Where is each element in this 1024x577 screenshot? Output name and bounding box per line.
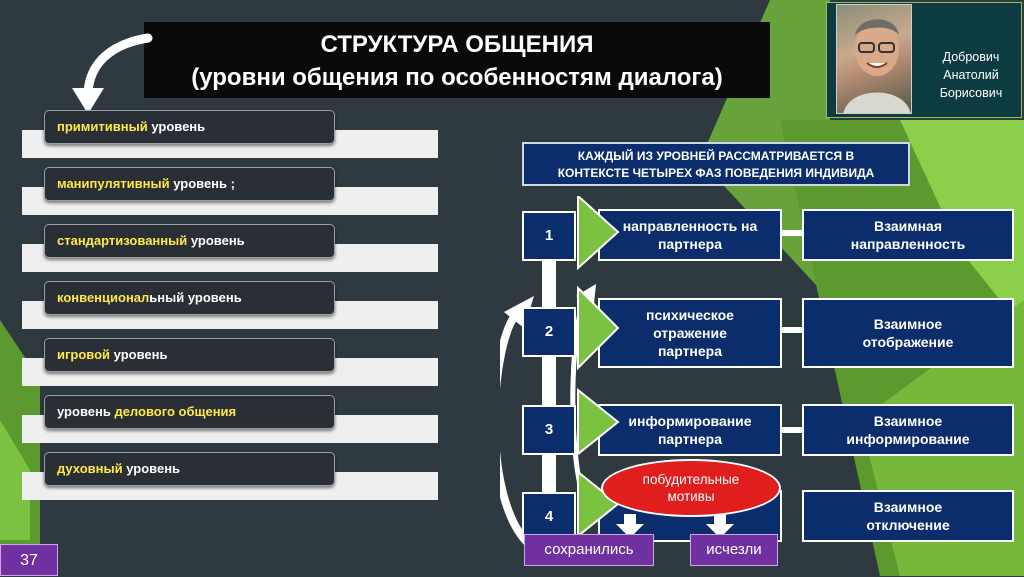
- slide-number: 37: [0, 544, 58, 576]
- mutual-text: отображение: [862, 334, 954, 350]
- level-spiritual: духовный уровень: [44, 452, 335, 486]
- phases-header: КАЖДЫЙ ИЗ УРОВНЕЙ РАССМАТРИВАЕТСЯ В КОНТ…: [522, 142, 910, 186]
- mutual-text: Взаимная: [873, 218, 943, 234]
- mutual-text: Взаимное: [873, 499, 943, 515]
- level-suffix: уровень: [147, 119, 206, 134]
- level-suffix: уровень: [187, 233, 245, 248]
- phase-text: направленность на: [622, 218, 758, 234]
- motives-text: мотивы: [667, 489, 715, 504]
- phases-header-line-2: КОНТЕКСТЕ ЧЕТЫРЕХ ФАЗ ПОВЕДЕНИЯ ИНДИВИДА: [557, 166, 875, 180]
- level-prefix: уровень: [57, 404, 115, 419]
- phase-text: партнера: [657, 431, 723, 447]
- motives-ellipse: побудительные мотивы: [601, 459, 781, 517]
- phases-header-line-1: КАЖДЫЙ ИЗ УРОВНЕЙ РАССМАТРИВАЕТСЯ В: [577, 149, 855, 163]
- author-name: Добрович Анатолий Борисович: [920, 48, 1022, 102]
- title-line-1: СТРУКТУРА ОБЩЕНИЯ: [320, 31, 594, 58]
- level-keyword: делового общения: [114, 404, 237, 419]
- author-first-name: Анатолий: [943, 68, 999, 82]
- level-keyword: духовный: [57, 461, 123, 476]
- author-photo: [836, 4, 912, 114]
- author-surname: Добрович: [942, 50, 1000, 64]
- title-line-2: (уровни общения по особенностям диалога): [191, 64, 723, 91]
- phase-number-1: 1: [522, 211, 576, 261]
- level-manipulative: манипулятивный уровень ;: [44, 167, 335, 201]
- mutual-box-2: Взаимное отображение: [802, 298, 1014, 368]
- level-keyword: игровой: [57, 347, 111, 362]
- phase-number-2: 2: [522, 307, 576, 357]
- level-suffix: уровень ;: [169, 176, 235, 191]
- mutual-text: информирование: [846, 431, 970, 447]
- mutual-text: Взаимное: [873, 413, 943, 429]
- mutual-text: Взаимное: [873, 316, 943, 332]
- down-arrow-icons: [616, 514, 734, 538]
- mutual-box-3: Взаимное информирование: [802, 404, 1014, 456]
- phase-number-4: 4: [522, 492, 576, 542]
- mutual-text: направленность: [850, 236, 966, 252]
- level-conventional: конвенциональный уровень: [44, 281, 335, 315]
- tag-kept: сохранились: [524, 534, 654, 566]
- phase-text: партнера: [657, 236, 723, 252]
- level-suffix: ьный уровень: [149, 290, 242, 305]
- level-primitive: примитивный уровень: [44, 110, 335, 144]
- level-suffix: уровень: [122, 461, 181, 476]
- mutual-box-4: Взаимное отключение: [802, 490, 1014, 542]
- phase-text: партнера: [657, 343, 723, 359]
- level-keyword: конвенционал: [57, 290, 150, 305]
- level-game: игровой уровень: [44, 338, 335, 372]
- tag-gone: исчезли: [690, 534, 778, 566]
- curved-arrow-icon: [72, 33, 153, 114]
- author-patronymic: Борисович: [939, 86, 1003, 100]
- level-keyword: манипулятивный: [57, 176, 170, 191]
- level-standardized: стандартизованный уровень: [44, 224, 335, 258]
- motives-text: побудительные: [642, 472, 740, 487]
- phase-text: информирование: [628, 413, 752, 429]
- level-keyword: стандартизованный: [57, 233, 188, 248]
- green-arrow-icons: [577, 196, 620, 539]
- level-keyword: примитивный: [57, 119, 148, 134]
- slide-title: СТРУКТУРА ОБЩЕНИЯ (уровни общения по осо…: [144, 22, 770, 98]
- phase-box-1: направленность на партнера: [598, 209, 782, 261]
- phase-text: отражение: [653, 325, 727, 341]
- level-business: уровень делового общения: [44, 395, 335, 429]
- level-suffix: уровень: [110, 347, 168, 362]
- mutual-text: отключение: [866, 517, 950, 533]
- phase-text: психическое: [646, 307, 734, 323]
- phase-box-3: информирование партнера: [598, 404, 782, 456]
- mutual-box-1: Взаимная направленность: [802, 209, 1014, 261]
- phase-number-3: 3: [522, 405, 576, 455]
- phase-box-2: психическое отражение партнера: [598, 298, 782, 368]
